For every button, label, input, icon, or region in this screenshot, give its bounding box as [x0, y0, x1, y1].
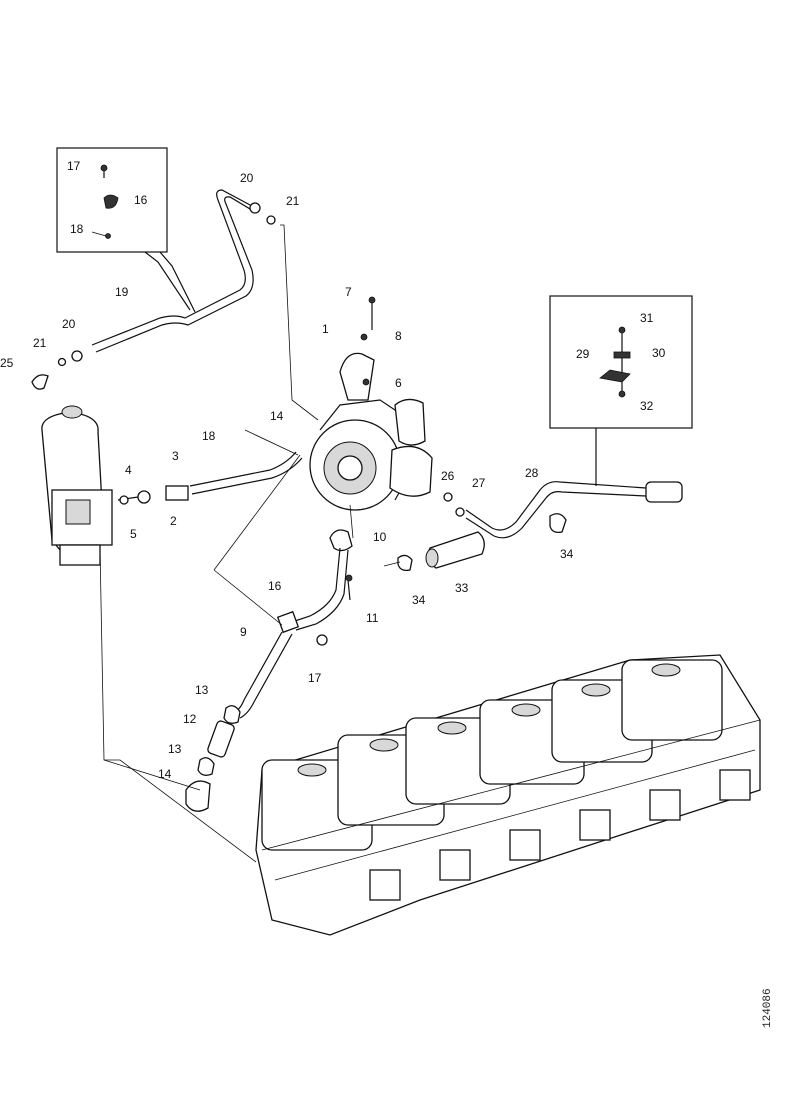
turbocharger [309, 296, 433, 511]
leader-lines [99, 224, 354, 863]
callout-1: 1 [322, 322, 329, 336]
callout-11: 11 [366, 611, 379, 625]
callout-28: 28 [525, 466, 539, 480]
callout-30: 30 [652, 346, 666, 360]
callout-17: 17 [67, 159, 81, 173]
callout-31: 31 [640, 311, 654, 325]
callout-14: 14 [158, 767, 172, 781]
callout-6: 6 [395, 376, 402, 390]
callout-2: 2 [170, 514, 177, 528]
inset-box-right [549, 295, 693, 486]
callout-13: 13 [195, 683, 209, 697]
inset-box-left [56, 147, 196, 313]
callout-5: 5 [130, 527, 137, 541]
return-pipe-upper [91, 189, 256, 353]
feed-pipe [117, 451, 303, 505]
callout-9: 9 [240, 625, 247, 639]
callout-13: 13 [168, 742, 182, 756]
oil-filter [41, 405, 113, 566]
callout-34: 34 [412, 593, 426, 607]
callout-10: 10 [373, 530, 387, 544]
fittings-upper [31, 202, 276, 390]
callout-25: 25 [0, 356, 14, 370]
callout-14: 14 [270, 409, 284, 423]
callout-18: 18 [70, 222, 84, 236]
inset-parts-left [91, 164, 119, 239]
callout-labels: 17 16 18 20 21 19 20 21 25 7 1 8 6 14 18… [0, 159, 666, 781]
callout-12: 12 [183, 712, 197, 726]
callout-17: 17 [308, 671, 322, 685]
engine-block [255, 654, 761, 936]
drain-hose [185, 529, 353, 812]
callout-16: 16 [268, 579, 282, 593]
sleeve-part [383, 531, 485, 572]
callout-33: 33 [455, 581, 469, 595]
callout-19: 19 [115, 285, 129, 299]
inset-parts-right [599, 326, 631, 398]
callout-29: 29 [576, 347, 590, 361]
callout-16: 16 [134, 193, 148, 207]
callout-8: 8 [395, 329, 402, 343]
callout-34: 34 [560, 547, 574, 561]
callout-21: 21 [286, 194, 300, 208]
callout-27: 27 [472, 476, 486, 490]
outlet-pipe [443, 481, 683, 539]
callout-20: 20 [62, 317, 76, 331]
callout-21: 21 [33, 336, 47, 350]
callout-20: 20 [240, 171, 254, 185]
callout-7: 7 [345, 285, 352, 299]
callout-3: 3 [172, 449, 179, 463]
callout-18: 18 [202, 429, 216, 443]
callout-32: 32 [640, 399, 654, 413]
figure-code: 124086 [762, 988, 774, 1028]
callout-26: 26 [441, 469, 455, 483]
callout-4: 4 [125, 463, 132, 477]
